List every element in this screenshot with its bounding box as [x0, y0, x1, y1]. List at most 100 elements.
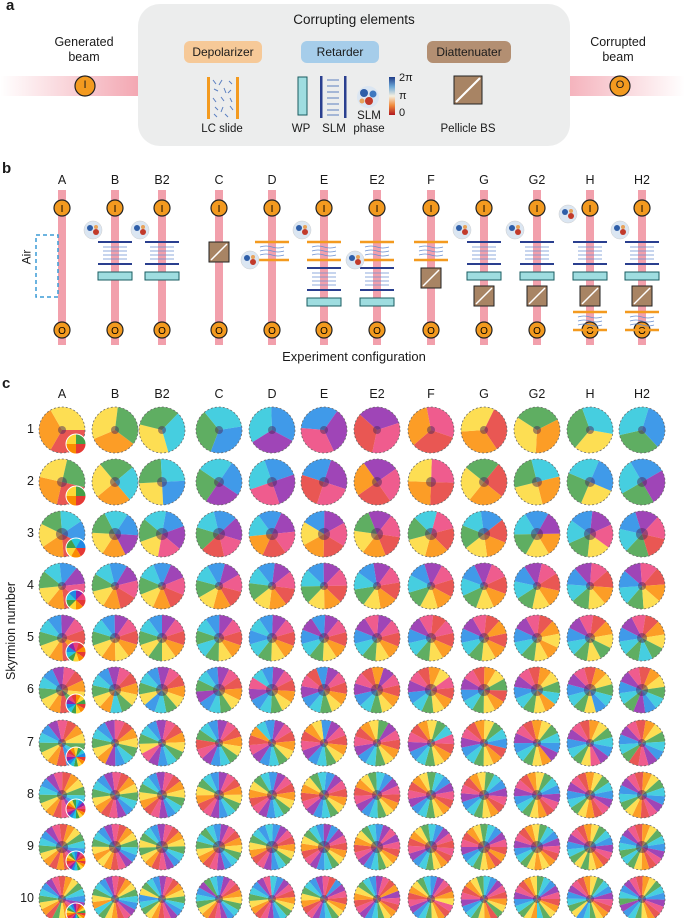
skyrmion-map-h-10 [566, 875, 614, 918]
ideal-inset-1 [65, 433, 87, 455]
result-col-a: A [57, 387, 67, 401]
phase-tick-2pi: 2π [399, 72, 413, 84]
panel-b-xlabel: Experiment configuration [282, 349, 426, 364]
result-col-e: E [319, 387, 329, 401]
skyrmion-map-a-5 [38, 614, 87, 663]
skyrmion-map-a-8 [38, 771, 87, 820]
skyrmion-map-h-3 [566, 510, 614, 558]
bs-element [579, 285, 601, 307]
config-input-circle [581, 199, 599, 217]
skyrmion-row-8: 8 [27, 787, 34, 801]
lc-element [307, 240, 341, 262]
result-col-f: F [427, 387, 435, 401]
slm-element [98, 241, 132, 265]
skyrmion-map-g2-5 [513, 614, 561, 662]
air-box [35, 234, 59, 298]
config-col-b2: B2 [154, 173, 170, 187]
panel-a-svg [0, 4, 685, 146]
config-output-circle [475, 321, 493, 339]
skyrmion-map-d-2 [248, 458, 296, 506]
skyrmion-map-d-4 [248, 562, 296, 610]
skyrmion-map-d-6 [248, 666, 296, 714]
config-output-symbol: O [58, 326, 66, 337]
config-input-symbol: I [430, 204, 433, 215]
skyrmion-map-f-2 [407, 458, 455, 506]
skyrmion-map-h2-8 [618, 771, 666, 819]
skyrmion-map-c-6 [195, 666, 243, 714]
skyrmion-row-4: 4 [27, 578, 34, 592]
result-col-c: C [214, 387, 224, 401]
pellicle-bs-icon [453, 75, 483, 105]
config-col-f: F [427, 173, 435, 187]
skyrmion-map-g-1 [460, 406, 508, 454]
bs-element [420, 267, 442, 289]
skyrmion-map-g-2 [460, 458, 508, 506]
skyrmion-map-e-7 [300, 719, 348, 767]
skyrmion-map-g-5 [460, 614, 508, 662]
skyrmion-map-c-7 [195, 719, 243, 767]
skyrmion-map-e-6 [300, 666, 348, 714]
slm-phase-thumb [505, 220, 525, 240]
config-col-g: G [479, 173, 489, 187]
skyrmion-map-a-7 [38, 719, 87, 768]
skyrmion-map-e2-5 [353, 614, 401, 662]
skyrmion-map-d-1 [248, 406, 296, 454]
skyrmion-map-e-2 [300, 458, 348, 506]
config-input-circle [528, 199, 546, 217]
skyrmion-map-f-1 [407, 406, 455, 454]
config-output-symbol: O [427, 326, 435, 337]
slm-element [307, 267, 341, 291]
lc-element [414, 240, 448, 262]
config-output-symbol: O [480, 326, 488, 337]
phase-tick-0: 0 [399, 107, 406, 119]
skyrmion-map-c-9 [195, 823, 243, 871]
input-symbol: I [83, 79, 87, 91]
skyrmion-map-f-3 [407, 510, 455, 558]
wp-element [144, 271, 180, 281]
skyrmion-map-h-9 [566, 823, 614, 871]
slm-phase-thumb [83, 220, 103, 240]
skyrmion-map-h2-5 [618, 614, 666, 662]
skyrmion-map-f-8 [407, 771, 455, 819]
skyrmion-map-e2-2 [353, 458, 401, 506]
config-output-circle [368, 321, 386, 339]
slm-phase-thumb [130, 220, 150, 240]
slm-icon [320, 76, 347, 118]
depolarizer-box: Depolarizer [184, 41, 262, 63]
skyrmion-row-2: 2 [27, 474, 34, 488]
skyrmion-map-a-3 [38, 510, 87, 559]
skyrmion-map-h-8 [566, 771, 614, 819]
skyrmion-map-g-10 [460, 875, 508, 918]
ideal-inset-4 [65, 589, 87, 611]
skyrmion-map-e-1 [300, 406, 348, 454]
bs-element [473, 285, 495, 307]
slm-phase-thumb [558, 204, 578, 224]
skyrmion-map-g2-6 [513, 666, 561, 714]
slm-element [467, 241, 501, 265]
config-input-circle [53, 199, 71, 217]
result-col-g: G [479, 387, 489, 401]
config-input-symbol: I [323, 204, 326, 215]
skyrmion-map-e2-4 [353, 562, 401, 610]
skyrmion-map-e2-1 [353, 406, 401, 454]
phase-colorbar [389, 77, 395, 115]
config-output-symbol: O [638, 326, 646, 337]
skyrmion-map-a-4 [38, 562, 87, 611]
skyrmion-map-h2-1 [618, 406, 666, 454]
slm-element [573, 241, 607, 265]
skyrmion-map-c-4 [195, 562, 243, 610]
slm-element [360, 267, 394, 291]
config-output-circle [315, 321, 333, 339]
slm-phase-thumb [610, 220, 630, 240]
skyrmion-map-g-4 [460, 562, 508, 610]
lc-element [625, 310, 659, 332]
config-col-d: D [267, 173, 277, 187]
lc-element [255, 240, 289, 262]
skyrmion-map-d-8 [248, 771, 296, 819]
skyrmion-map-h2-7 [618, 719, 666, 767]
skyrmion-map-h-1 [566, 406, 614, 454]
skyrmion-map-c-8 [195, 771, 243, 819]
result-col-h2: H2 [634, 387, 650, 401]
skyrmion-map-e2-6 [353, 666, 401, 714]
